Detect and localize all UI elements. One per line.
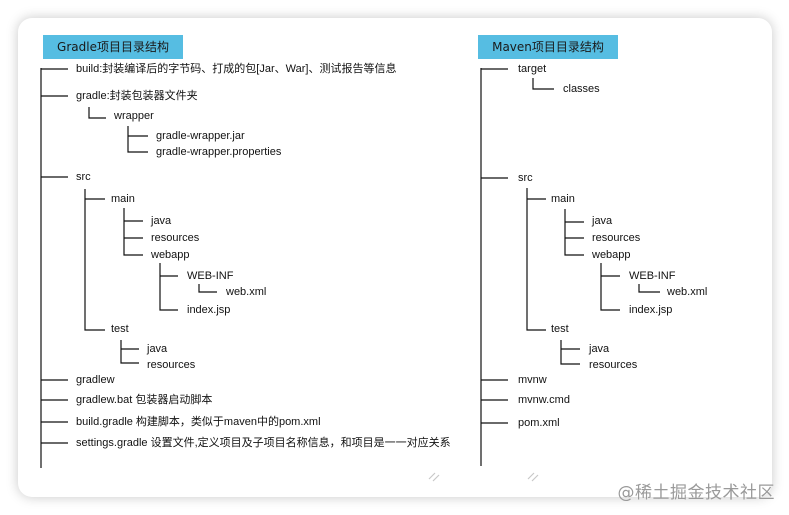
maven-main-dir: main [551,193,575,205]
maven-src-dir: src [518,172,533,184]
gradle-resources-dir: resources [151,232,200,244]
diagram-card: Gradle项目目录结构 Maven项目目录结构 build:封装编译后的字节码… [18,18,772,497]
maven-target-dir: target [518,63,547,75]
maven-java-dir: java [592,215,613,227]
gradle-gradle-dir: gradle:封装包装器文件夹 [76,90,198,102]
gradle-gradlew-bat-file: gradlew.bat 包装器启动脚本 [76,394,213,406]
gradle-java-dir: java [151,215,172,227]
maven-resources-dir: resources [592,232,641,244]
gradle-test-java-dir: java [147,343,168,355]
gradle-src-dir: src [76,171,91,183]
gradle-gradlew-file: gradlew [76,374,115,386]
gradle-wrapper-jar: gradle-wrapper.jar [156,130,245,142]
maven-webinf-dir: WEB-INF [629,270,676,282]
gradle-settings-gradle-file: settings.gradle 设置文件,定义项目及子项目名称信息，和项目是一一… [76,437,451,449]
maven-pom-xml-file: pom.xml [518,417,560,429]
maven-classes-dir: classes [563,83,600,95]
gradle-test-dir: test [111,323,129,335]
maven-web-xml: web.xml [667,286,708,298]
gradle-web-xml: web.xml [226,286,267,298]
gradle-title: Gradle项目目录结构 [43,35,183,59]
gradle-main-dir: main [111,193,135,205]
tree-connector-lines [40,68,660,482]
maven-test-java-dir: java [589,343,610,355]
maven-title: Maven项目目录结构 [478,35,618,59]
gradle-test-resources-dir: resources [147,359,196,371]
gradle-build-gradle-file: build.gradle 构建脚本，类似于maven中的pom.xml [76,416,321,428]
gradle-webinf-dir: WEB-INF [187,270,234,282]
gradle-index-jsp: index.jsp [187,304,231,316]
maven-index-jsp: index.jsp [629,304,673,316]
maven-mvnw-cmd-file: mvnw.cmd [518,394,570,406]
maven-test-dir: test [551,323,569,335]
gradle-wrapper-dir: wrapper [114,110,154,122]
maven-mvnw-file: mvnw [518,374,547,386]
watermark: @稀土掘金技术社区 [617,483,775,503]
gradle-webapp-dir: webapp [151,249,190,261]
maven-test-resources-dir: resources [589,359,638,371]
maven-webapp-dir: webapp [592,249,631,261]
gradle-wrapper-properties: gradle-wrapper.properties [156,146,282,158]
gradle-build-dir: build:封装编译后的字节码、打成的包[Jar、War]、测试报告等信息 [76,63,397,75]
